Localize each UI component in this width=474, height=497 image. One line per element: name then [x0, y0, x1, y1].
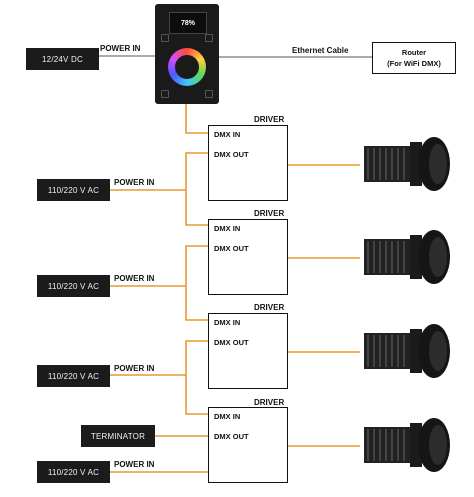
- driver-title: DRIVER: [254, 398, 285, 407]
- dc-supply-label: 12/24V DC: [42, 54, 83, 64]
- driver-dmx-in-label: DMX IN: [214, 224, 241, 233]
- driver-dmx-in-label: DMX IN: [214, 130, 241, 139]
- controller-button-top-right: [205, 34, 213, 42]
- ac-power-in-label: POWER IN: [114, 460, 155, 469]
- ac-supply-1: 110/220 V AC: [37, 179, 110, 201]
- driver-dmx-in-label: DMX IN: [214, 412, 241, 421]
- light-fixture-icon: [364, 230, 450, 284]
- dc-supply-box: 12/24V DC: [26, 48, 99, 70]
- ac-power-in-label: POWER IN: [114, 178, 155, 187]
- ac-supply-label: 110/220 V AC: [47, 281, 100, 291]
- controller-button-top-left: [161, 34, 169, 42]
- controller-display-value: 78%: [180, 19, 195, 27]
- controller-button-bottom-right: [205, 90, 213, 98]
- router-box: Router (For WiFi DMX): [372, 42, 456, 74]
- ac-supply-2: 110/220 V AC: [37, 275, 110, 297]
- terminator-box: TERMINATOR: [81, 425, 155, 447]
- driver-2: DMX IN DMX OUT: [208, 219, 288, 295]
- wall-controller: 78%: [155, 4, 219, 104]
- ac-power-in-label: POWER IN: [114, 274, 155, 283]
- driver-dmx-out-label: DMX OUT: [214, 244, 249, 253]
- router-subtitle: (For WiFi DMX): [387, 59, 441, 68]
- driver-title: DRIVER: [254, 303, 285, 312]
- driver-4: DMX IN DMX OUT: [208, 407, 288, 483]
- driver-dmx-out-label: DMX OUT: [214, 338, 249, 347]
- driver-1: DMX IN DMX OUT: [208, 125, 288, 201]
- ac-supply-label: 110/220 V AC: [47, 185, 100, 195]
- light-fixture-icon: [364, 324, 450, 378]
- terminator-label: TERMINATOR: [90, 431, 146, 441]
- driver-title: DRIVER: [254, 209, 285, 218]
- light-fixture-icon: [364, 418, 450, 472]
- router-title: Router: [401, 48, 427, 57]
- color-wheel-icon: [168, 48, 206, 86]
- controller-button-bottom-left: [161, 90, 169, 98]
- dmx-line-controller-driver1: [185, 104, 208, 134]
- ac-supply-label: 110/220 V AC: [47, 467, 100, 477]
- driver-3: DMX IN DMX OUT: [208, 313, 288, 389]
- driver-title: DRIVER: [254, 115, 285, 124]
- ac-supply-label: 110/220 V AC: [47, 371, 100, 381]
- ac-supply-4: 110/220 V AC: [37, 461, 110, 483]
- light-fixture-icon: [364, 137, 450, 191]
- dmx-chain-3-4: [185, 340, 208, 415]
- ac-supply-3: 110/220 V AC: [37, 365, 110, 387]
- driver-dmx-in-label: DMX IN: [214, 318, 241, 327]
- driver-dmx-out-label: DMX OUT: [214, 432, 249, 441]
- ac-power-in-label: POWER IN: [114, 364, 155, 373]
- controller-display: 78%: [169, 12, 207, 34]
- dmx-chain-2-3: [185, 245, 208, 321]
- ethernet-cable-label: Ethernet Cable: [292, 46, 349, 55]
- dmx-chain-1-2: [185, 152, 208, 226]
- driver-dmx-out-label: DMX OUT: [214, 150, 249, 159]
- dc-power-in-label: POWER IN: [100, 44, 141, 53]
